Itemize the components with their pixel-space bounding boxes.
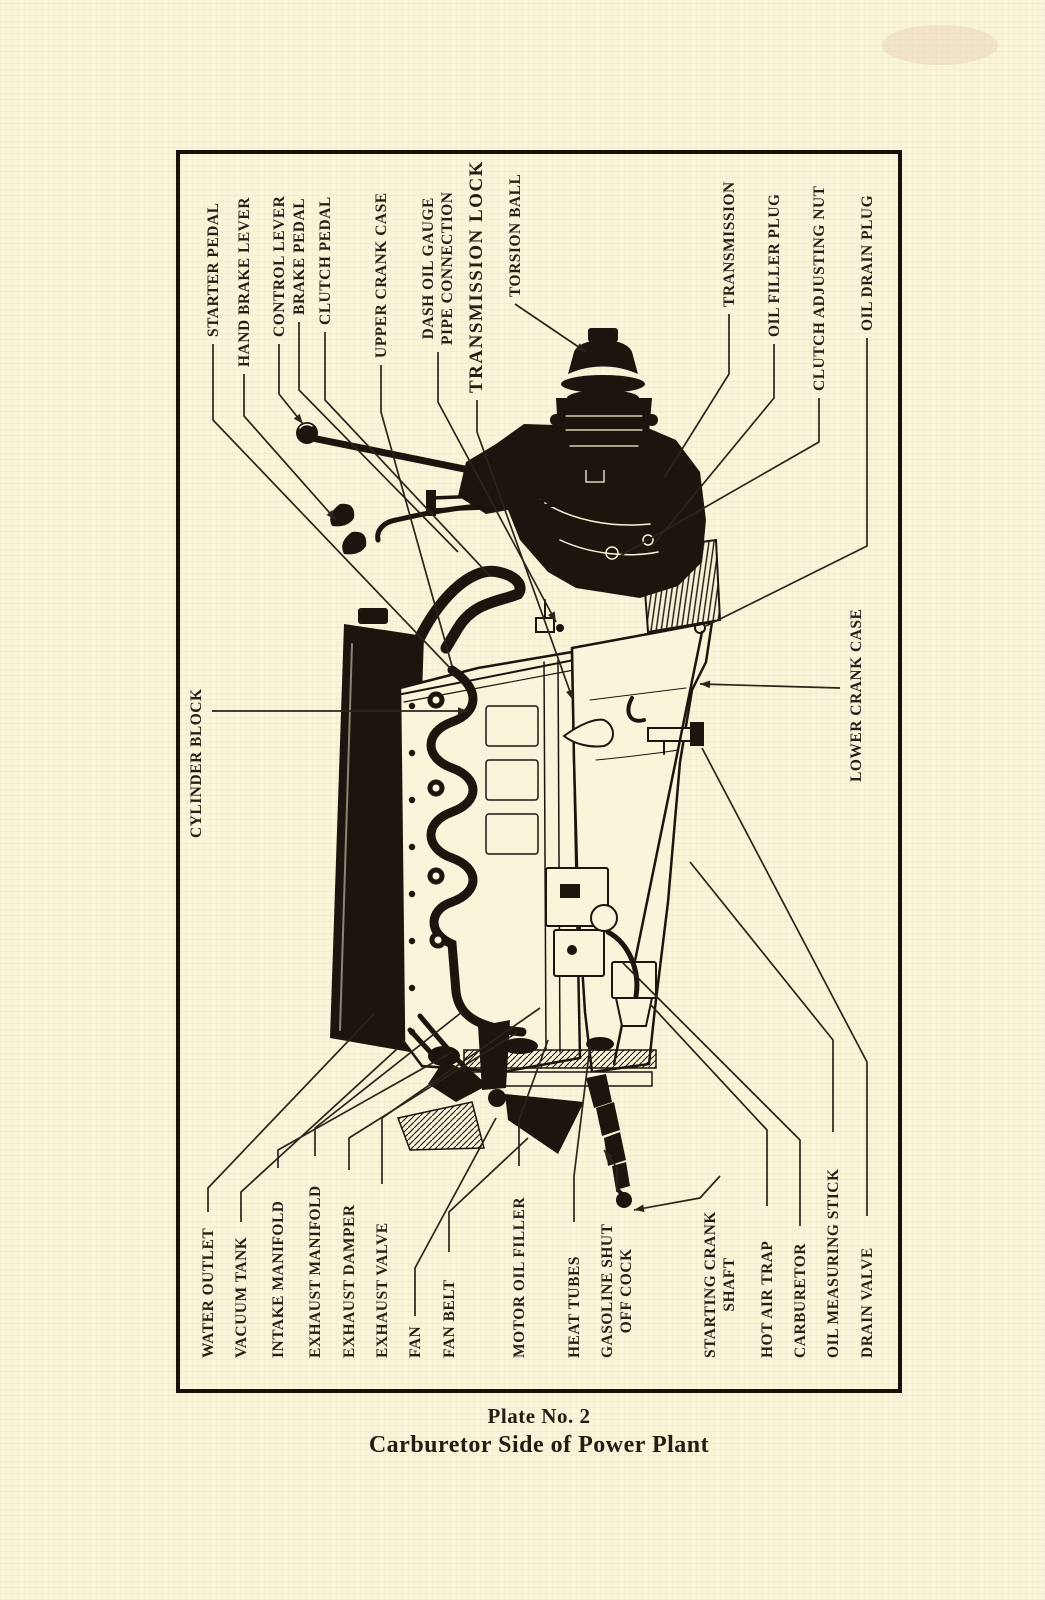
diagram-label: INTAKE MANIFOLD [269,1200,287,1358]
diagram-label: MOTOR OIL FILLER [510,1196,528,1358]
leader-line [277,1051,453,1168]
leader-line [633,1175,721,1211]
leader-line [619,398,820,557]
arrowhead [575,343,586,352]
diagram-label: LOWER CRANK CASE [847,608,865,782]
leader-line [348,1031,519,1170]
arrowhead [326,509,336,520]
leader-line [324,332,491,577]
leader-line [240,1047,399,1222]
leader-line [689,861,834,1132]
leader-line [243,374,337,521]
diagram-label: CLUTCH PEDAL [316,196,334,325]
leader-line [518,1039,549,1166]
diagram-label: DRAIN VALVE [858,1247,876,1358]
leader-line [476,400,574,701]
diagram-label: EXHAUST VALVE [373,1222,391,1358]
leader-line [212,344,451,669]
leader-lines [207,303,868,1316]
diagram-label: OIL DRAIN PLUG [858,194,876,331]
diagram-label: FAN BELT [440,1279,458,1358]
diagram-label: OIL MEASURING STICK [824,1168,842,1358]
leader-line [651,344,775,547]
arrowhead [566,689,574,700]
leader-line [448,1137,529,1252]
diagram-label: GASOLINE SHUT OFF COCK [599,1223,635,1358]
diagram-label: OIL FILLER PLUG [765,193,783,337]
diagram-label: CONTROL LEVER [270,195,288,337]
diagram-label: TRANSMISSION LOCK [466,160,487,393]
diagram-label: TORSION BALL [506,173,524,297]
engine-drawing [296,328,722,1208]
leader-line [573,1045,591,1222]
diagram-label: FAN [406,1325,424,1358]
diagram-label: UPPER CRANK CASE [372,192,390,358]
plate-border [176,150,902,1393]
diagram-label: CLUTCH ADJUSTING NUT [810,185,828,391]
leader-line [437,352,557,623]
arrowhead [604,1150,613,1161]
leader-line [701,747,868,1216]
leader-line [207,1013,375,1212]
diagram-label: DASH OIL GAUGE PIPE CONNECTION [420,191,456,345]
leader-line [699,683,841,689]
leader-line [314,1011,463,1156]
leader-line [381,1007,541,1184]
arrowhead [700,680,711,689]
diagram-label: EXHAUST MANIFOLD [306,1185,324,1358]
diagram-label: HAND BRAKE LEVER [235,197,253,367]
diagram-label: CYLINDER BLOCK [187,688,205,838]
leader-line [649,1003,768,1206]
arrowhead [293,413,303,424]
paper-stain [882,25,998,65]
leader-line [278,344,304,425]
arrowhead [634,1204,645,1212]
diagram-label: WATER OUTLET [199,1227,217,1358]
diagram-label: VACUUM TANK [232,1236,250,1358]
diagram-label: CARBURETOR [791,1243,809,1358]
leader-line [514,303,587,353]
diagram-label: TRANSMISSION [720,181,738,307]
plate-caption-title: Carburetor Side of Power Plant [368,1432,710,1458]
diagram-label: STARTING CRANK SHAFT [702,1211,738,1358]
diagram-label: STARTER PEDAL [204,202,222,337]
leader-line [414,1117,497,1316]
plate-caption-number: Plate No. 2 [487,1404,591,1428]
leader-line [663,314,730,479]
leader-line [621,961,801,1226]
diagram-label: BRAKE PEDAL [290,197,308,315]
diagram-label: EXHAUST DAMPER [340,1204,358,1358]
diagram-label: HOT AIR TRAP [758,1240,776,1358]
diagram-label: HEAT TUBES [565,1256,583,1358]
arrowhead [458,707,468,715]
arrowhead [547,611,556,622]
leader-line [380,365,453,667]
leader-line [705,338,868,627]
